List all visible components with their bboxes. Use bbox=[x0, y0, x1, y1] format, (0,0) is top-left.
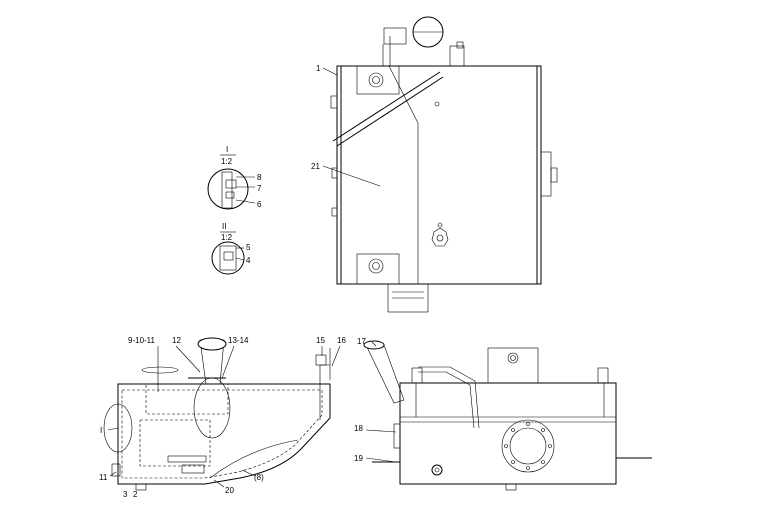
callout-16: 16 bbox=[337, 336, 346, 345]
side-view bbox=[103, 337, 341, 491]
callout-8: 8 bbox=[257, 173, 262, 182]
detail-ii-view bbox=[211, 231, 245, 275]
callout-11: 11 bbox=[99, 473, 108, 482]
callout-9-10-11: 9-10-11 bbox=[128, 336, 156, 345]
detail-ii-scale: 1:2 bbox=[221, 233, 233, 242]
front-view bbox=[363, 340, 652, 491]
cover-bolts bbox=[504, 422, 552, 470]
callout-detail-i-ref: I bbox=[100, 426, 102, 435]
detail-i-title: I bbox=[226, 145, 228, 154]
detail-ii-title: II bbox=[222, 222, 226, 231]
callout-6: 6 bbox=[257, 200, 262, 209]
top-view bbox=[322, 16, 558, 313]
callout-17: 17 bbox=[357, 337, 366, 346]
callout-12: 12 bbox=[172, 336, 181, 345]
callout-7: 7 bbox=[257, 184, 262, 193]
callout-2: 2 bbox=[133, 490, 138, 499]
callout-18: 18 bbox=[354, 424, 363, 433]
callout-13-14: 13-14 bbox=[228, 336, 249, 345]
detail-i-scale: 1:2 bbox=[221, 157, 233, 166]
detail-i-view bbox=[207, 154, 256, 210]
callout-19: 19 bbox=[354, 454, 363, 463]
callout-15: 15 bbox=[316, 336, 325, 345]
callout-5: 5 bbox=[246, 243, 251, 252]
callout-4: 4 bbox=[246, 256, 251, 265]
callout-20: 20 bbox=[225, 486, 234, 495]
callout-21: 21 bbox=[311, 162, 320, 171]
callout-1: 1 bbox=[316, 64, 321, 73]
callout-3: 3 bbox=[123, 490, 128, 499]
callout-8-paren: (8) bbox=[254, 473, 264, 482]
